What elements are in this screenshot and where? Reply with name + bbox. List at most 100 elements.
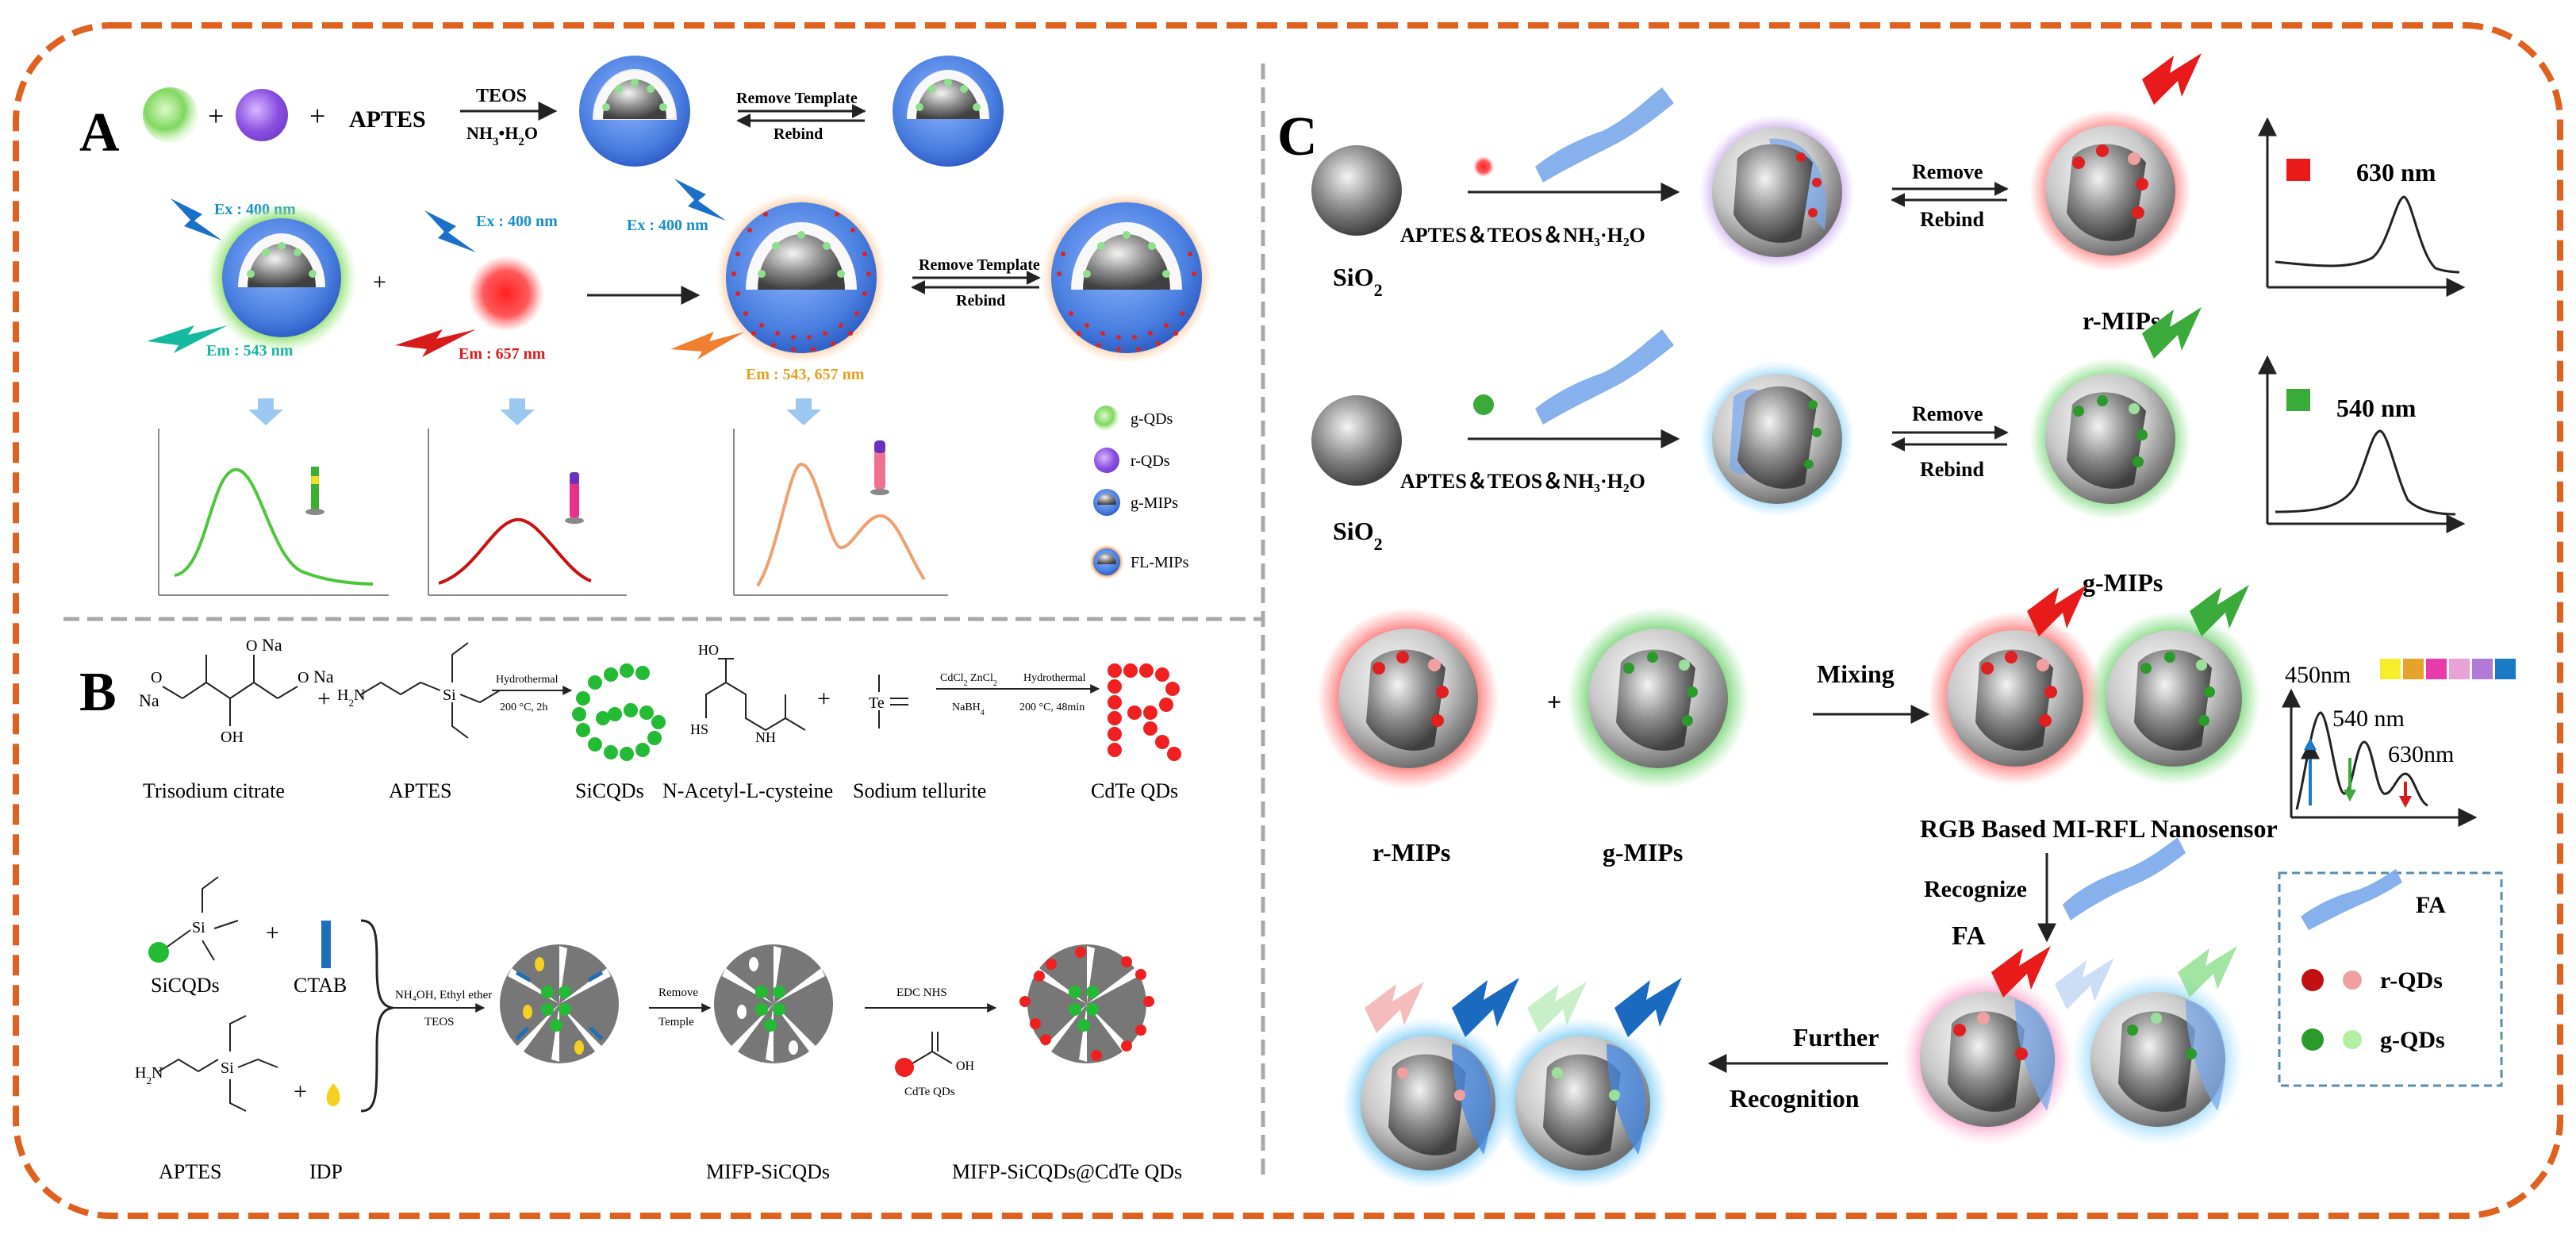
panel-c: C SiO2 APTES＆TEOS＆NH₃·H₂O Remove Rebind … — [1277, 53, 2516, 1189]
lightning-icon — [670, 332, 745, 359]
spectrum-rgb — [2282, 688, 2478, 827]
red-qd-sphere — [468, 256, 544, 332]
peak-r-label: 630 nm — [2356, 158, 2436, 186]
oh-label: OH — [956, 1059, 975, 1073]
down-arrow-icon — [500, 398, 535, 425]
fa-molecule-icon — [1535, 87, 1674, 183]
plus-sign: + — [294, 1078, 307, 1105]
legend-label: g-MIPs — [1131, 494, 1178, 512]
wavelength-label: 630nm — [2388, 741, 2454, 767]
sio2-label: SiO2 — [1333, 263, 1383, 300]
sicqds-name: SiCQDs — [151, 974, 220, 997]
si-label: Si — [192, 919, 205, 936]
plus-sign: + — [208, 100, 224, 132]
si-label: Si — [221, 1059, 234, 1077]
h2n-label: H2N — [135, 1064, 163, 1086]
plus-sign: + — [266, 920, 279, 946]
color-swatch — [2472, 659, 2493, 679]
rebind-label: Rebind — [956, 292, 1005, 310]
wavelength-label: 450nm — [2285, 662, 2351, 688]
rebind-label: Rebind — [1920, 458, 1984, 481]
plus-sign: + — [1547, 687, 1561, 716]
idp-label: IDP — [309, 1160, 343, 1183]
ctab-bar — [321, 921, 331, 968]
em-fl-label: Em : 543, 657 nm — [746, 366, 865, 383]
nh-label: NH — [755, 729, 776, 745]
green-qd-sphere — [143, 87, 198, 143]
mip-sphere-cyan — [1699, 361, 1855, 517]
sicqds-dots — [572, 663, 666, 761]
g-mips-label: g-MIPs — [1603, 838, 1683, 867]
cdte-small-label: CdTe QDs — [904, 1086, 955, 1098]
mixed-sensor-spheres — [1928, 585, 2261, 786]
aptes-lower-name: APTES — [159, 1160, 221, 1183]
idp-drop — [326, 1083, 340, 1107]
aptes-lower-structure — [158, 1015, 278, 1112]
fa-molecule-icon — [1535, 329, 1674, 425]
aptes-structure — [360, 642, 501, 739]
lightning-icon — [674, 179, 726, 221]
r-mips-label: r-MIPs — [1372, 838, 1450, 867]
red-dot-field — [731, 212, 871, 352]
spectrum-red — [428, 429, 627, 596]
rebind-label: Rebind — [774, 125, 823, 143]
r-mips-sphere — [2029, 53, 2202, 271]
spectrum-orange — [733, 429, 948, 596]
legend-g-mips-icon — [1093, 489, 1120, 516]
em-green-label: Em : 543 nm — [206, 342, 294, 359]
reaction-label: NH₄OH, Ethyl ether — [395, 989, 492, 1002]
r-mips-sphere-row3 — [1317, 607, 1499, 790]
g-mips-sphere-1 — [579, 56, 690, 167]
ex-red-label: Ex : 400 nm — [476, 213, 558, 230]
fl-mips-sphere-2 — [1041, 192, 1212, 363]
temple-label: Temple — [658, 1016, 694, 1028]
remove-label: Remove — [1912, 160, 1983, 183]
down-arrow-icon — [248, 398, 283, 425]
trisodium-citrate-structure — [162, 655, 298, 726]
legend-g-qd-dark — [2302, 1028, 2324, 1051]
legend-label: r-QDs — [1131, 452, 1170, 470]
wavelength-label: 540 nm — [2332, 706, 2405, 732]
condition-label: APTES＆TEOS＆NH₃·H₂O — [1400, 470, 1645, 493]
purple-qd-sphere — [236, 89, 288, 141]
remove-template-label: Remove Template — [919, 256, 1040, 274]
compound-name: SiCQDs — [575, 779, 644, 802]
remove-template-label: Remove Template — [736, 90, 858, 107]
compound-name: Trisodium citrate — [143, 779, 285, 802]
red-dot-field — [1057, 252, 1196, 352]
compound-name: CdTe QDs — [1091, 779, 1178, 802]
outer-frame — [13, 22, 2563, 1219]
o-label: O — [151, 669, 162, 686]
cdte-dots — [1108, 663, 1181, 761]
te-label: Te — [869, 694, 885, 712]
panel-b-label: B — [79, 662, 117, 723]
further-label: Further — [1793, 1023, 1879, 1052]
em-red-label: Em : 657 nm — [459, 345, 546, 363]
h2n-label: H2N — [337, 686, 365, 709]
panel-c-label: C — [1277, 106, 1318, 167]
fl-mips-sphere-1 — [716, 192, 887, 363]
compound-name: Sodium tellurite — [853, 779, 986, 802]
porous-silica-3 — [1019, 944, 1154, 1063]
hs-label: HS — [690, 721, 708, 737]
plus-sign: + — [317, 686, 331, 712]
o-label: O — [298, 669, 309, 686]
spectrum-g — [2258, 355, 2466, 533]
ho-label: HO — [698, 642, 719, 658]
oh-label: OH — [221, 729, 244, 746]
condition-label: 200 °C, 48min — [1019, 702, 1085, 713]
rebind-label: Rebind — [1920, 208, 1984, 231]
legend-label: FL-MIPs — [1131, 554, 1189, 571]
legend-fa-icon — [2301, 869, 2402, 930]
sio2-label: SiO2 — [1333, 517, 1383, 554]
final-spheres — [1342, 978, 1682, 1189]
legend-label: g-QDs — [1131, 410, 1173, 428]
spectrum-r — [2258, 117, 2466, 297]
porous-silica-2 — [714, 944, 833, 1063]
sio2-sphere — [1311, 145, 1402, 236]
plus-sign: + — [309, 100, 325, 132]
compound-name: APTES — [389, 779, 451, 802]
g-mips-green-glow — [206, 202, 357, 353]
sensor-label: RGB Based MI-RFL Nanosensor — [1920, 814, 2278, 843]
